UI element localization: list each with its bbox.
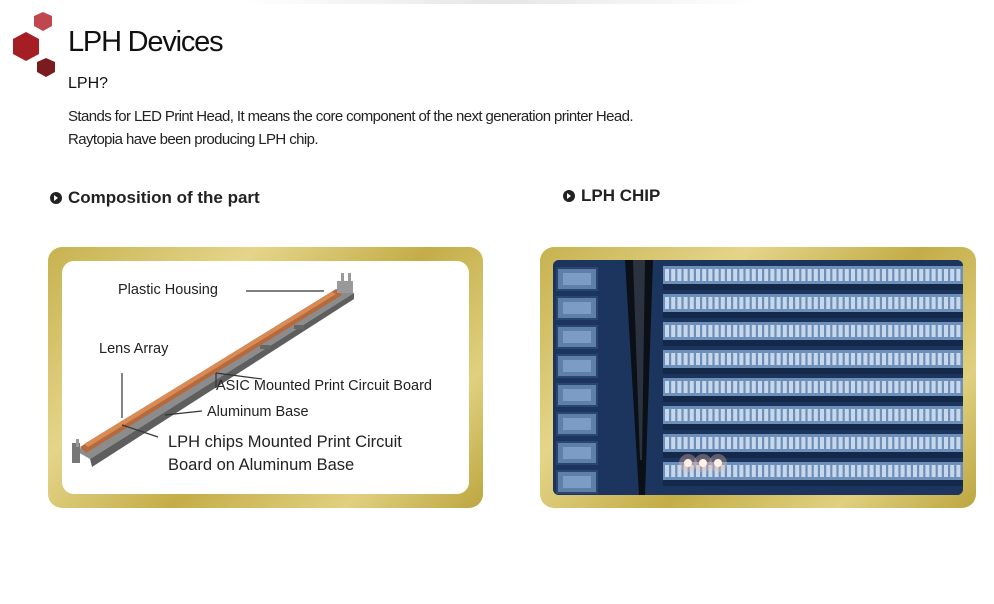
- label-asic-board: ASIC Mounted Print Circuit Board: [216, 378, 432, 394]
- lph-chip-micrograph: [553, 260, 963, 495]
- page-title: LPH Devices: [68, 26, 224, 58]
- label-plastic-housing: Plastic Housing: [118, 282, 218, 298]
- label-lens-array: Lens Array: [99, 341, 169, 357]
- page-description: Stands for LED Print Head, It means the …: [68, 105, 634, 151]
- bullet-arrow-icon: [50, 192, 62, 204]
- composition-diagram: Plastic Housing Lens Array ASIC Mounted …: [62, 261, 469, 494]
- hexagon-logo-icon: [13, 12, 55, 77]
- bullet-arrow-icon: [563, 190, 575, 202]
- composition-diagram-frame: Plastic Housing Lens Array ASIC Mounted …: [48, 247, 483, 508]
- section-heading-text: Composition of the part: [68, 188, 260, 207]
- label-chips-board-line2: Board on Aluminum Base: [168, 456, 355, 474]
- label-aluminum-base: Aluminum Base: [207, 404, 309, 420]
- section-heading-text: LPH CHIP: [581, 186, 661, 205]
- top-divider: [240, 0, 760, 4]
- label-chips-board-line1: LPH chips Mounted Print Circuit: [168, 433, 402, 451]
- print-head-illustration: [72, 273, 354, 467]
- section-heading-composition: Composition of the part: [50, 188, 260, 208]
- section-heading-lph-chip: LPH CHIP: [563, 186, 660, 206]
- page-subtitle: LPH?: [68, 75, 109, 92]
- lph-chip-photo: [553, 260, 963, 495]
- description-line: Stands for LED Print Head, It means the …: [68, 108, 634, 125]
- description-line: Raytopia have been producing LPH chip.: [68, 131, 318, 148]
- lph-chip-photo-frame: [540, 247, 976, 508]
